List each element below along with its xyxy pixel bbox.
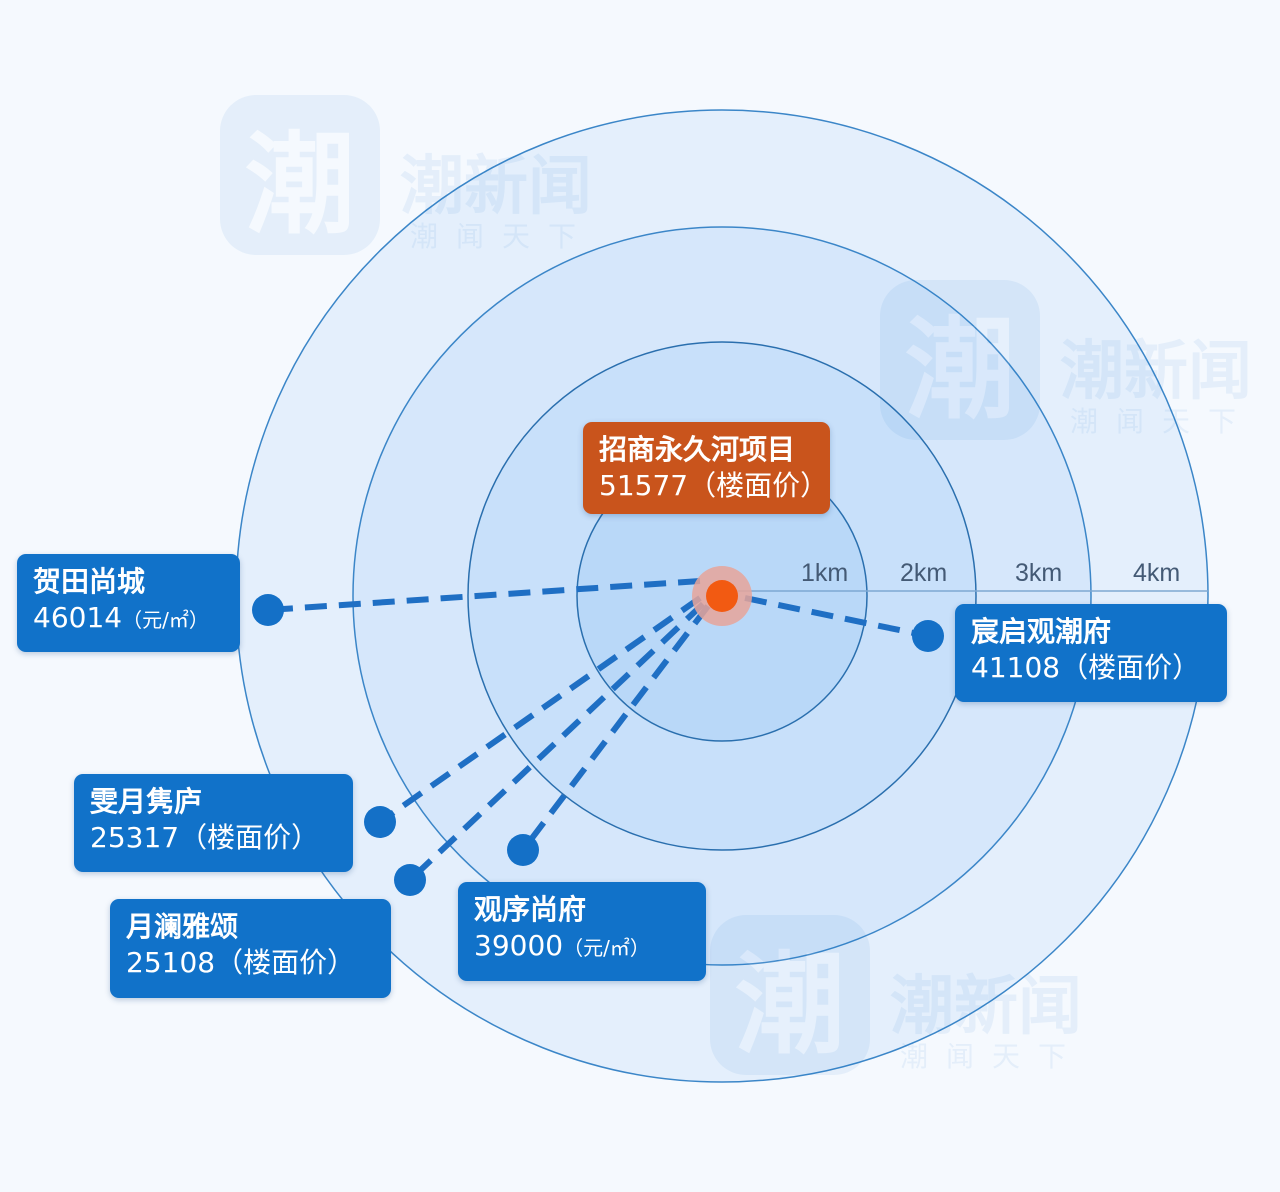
project-box-wenyue: 雯月隽庐 25317（楼面价）: [74, 774, 353, 872]
center-project-box: 招商永久河项目 51577（楼面价）: [583, 422, 830, 514]
ring-label-1km: 1km: [801, 559, 849, 587]
project-box-yuelan: 月澜雅颂 25108（楼面价）: [110, 899, 391, 998]
project-price: 41108（楼面价）: [971, 651, 1201, 684]
project-name: 贺田尚城: [33, 565, 146, 598]
dot-hetian: [252, 594, 284, 626]
project-box-hetian: 贺田尚城 46014（元/㎡）: [17, 554, 240, 652]
connector-hetian: [267, 578, 701, 613]
ring-label-2km: 2km: [900, 559, 948, 587]
project-box-chenqi: 宸启观潮府 41108（楼面价）: [955, 604, 1227, 702]
dot-yuelan: [394, 864, 426, 896]
connector-guanxu: [520, 604, 711, 852]
center-project-name: 招商永久河项目: [599, 433, 796, 466]
connector-wenyue: [378, 595, 702, 825]
project-price: 25108（楼面价）: [126, 946, 356, 979]
project-box-guanxu: 观序尚府 39000（元/㎡）: [458, 882, 706, 981]
center-project-price: 51577（楼面价）: [599, 469, 829, 502]
project-price: 46014（元/㎡）: [33, 601, 209, 634]
project-name: 月澜雅颂: [126, 910, 239, 943]
project-price: 25317（楼面价）: [90, 821, 320, 854]
project-name: 观序尚府: [474, 893, 587, 926]
connector-lines: [267, 578, 929, 883]
connector-chenqi: [744, 595, 929, 639]
dot-wenyue: [364, 806, 396, 838]
project-name: 宸启观潮府: [971, 615, 1112, 648]
dot-chenqi: [912, 620, 944, 652]
ring-label-3km: 3km: [1015, 559, 1063, 587]
project-price: 39000（元/㎡）: [474, 929, 650, 962]
ring-label-4km: 4km: [1133, 559, 1181, 587]
dot-guanxu: [507, 834, 539, 866]
center-dot: [706, 580, 738, 612]
endpoint-dots: [252, 594, 944, 896]
project-name: 雯月隽庐: [90, 785, 203, 818]
